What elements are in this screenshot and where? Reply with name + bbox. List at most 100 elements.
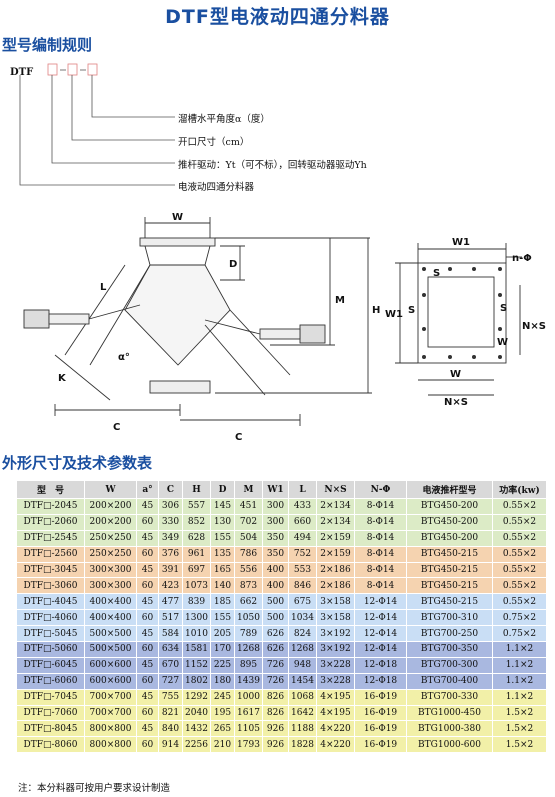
table-cell: 1188 bbox=[288, 720, 317, 738]
table-cell: 726 bbox=[262, 656, 289, 674]
table-cell: 8-Φ14 bbox=[354, 513, 407, 531]
column-header: N×S bbox=[316, 480, 355, 499]
table-cell: 225 bbox=[210, 656, 235, 674]
table-cell: 1.5×2 bbox=[492, 720, 547, 738]
dim-l: L bbox=[100, 282, 107, 293]
table-cell: 0.55×2 bbox=[492, 577, 547, 595]
table-cell: BTG450-200 bbox=[406, 498, 493, 515]
dim-w-right: W bbox=[497, 337, 508, 348]
column-header: 电液推杆型号 bbox=[406, 480, 493, 499]
table-cell: 628 bbox=[182, 529, 211, 547]
table-cell: 494 bbox=[288, 529, 317, 547]
table-cell: 755 bbox=[158, 688, 183, 706]
table-cell: 0.55×2 bbox=[492, 529, 547, 547]
table-cell: 1050 bbox=[234, 609, 263, 627]
column-header: W1 bbox=[262, 480, 289, 499]
table-cell: 1010 bbox=[182, 625, 211, 643]
table-cell: 2040 bbox=[182, 704, 211, 722]
table-cell: 45 bbox=[136, 625, 159, 643]
table-cell: DTF□-8045 bbox=[16, 720, 85, 738]
table-cell: 626 bbox=[262, 625, 289, 643]
table-cell: 45 bbox=[136, 688, 159, 706]
table-cell: 852 bbox=[182, 513, 211, 531]
table-cell: DTF□-2560 bbox=[16, 545, 85, 563]
table-cell: BTG1000-380 bbox=[406, 720, 493, 738]
table-cell: 8-Φ14 bbox=[354, 545, 407, 563]
table-cell: BTG700-350 bbox=[406, 641, 493, 658]
table-cell: 670 bbox=[158, 656, 183, 674]
table-cell: BTG450-215 bbox=[406, 577, 493, 595]
table-cell: 60 bbox=[136, 736, 159, 754]
column-header: N-Φ bbox=[354, 480, 407, 499]
table-cell: 12-Φ14 bbox=[354, 625, 407, 643]
table-cell: 846 bbox=[288, 577, 317, 595]
table-cell: 1617 bbox=[234, 704, 263, 722]
table-cell: 1.5×2 bbox=[492, 736, 547, 754]
table-cell: 786 bbox=[234, 545, 263, 563]
table-cell: 500×500 bbox=[84, 641, 137, 658]
table-cell: DTF□-2045 bbox=[16, 498, 85, 515]
table-cell: 1581 bbox=[182, 641, 211, 658]
table-cell: BTG700-400 bbox=[406, 672, 493, 690]
table-cell: 4×195 bbox=[316, 704, 355, 722]
table-cell: 600×600 bbox=[84, 656, 137, 674]
table-cell: 3×192 bbox=[316, 641, 355, 658]
page-title: DTF型电液动四通分料器 bbox=[165, 6, 390, 28]
table-cell: 400 bbox=[262, 561, 289, 579]
table-cell: 140 bbox=[210, 577, 235, 595]
table-cell: 200×200 bbox=[84, 513, 137, 531]
table-cell: 60 bbox=[136, 704, 159, 722]
table-cell: DTF□-5060 bbox=[16, 641, 85, 658]
table-cell: 60 bbox=[136, 545, 159, 563]
table-cell: 170 bbox=[210, 641, 235, 658]
table-cell: DTF□-2545 bbox=[16, 529, 85, 547]
table-cell: BTG700-330 bbox=[406, 688, 493, 706]
table-cell: 1828 bbox=[288, 736, 317, 754]
table-cell: 350 bbox=[262, 545, 289, 563]
table-cell: 1268 bbox=[234, 641, 263, 658]
table-cell: 0.55×2 bbox=[492, 593, 547, 611]
table-cell: 1793 bbox=[234, 736, 263, 754]
table-cell: 726 bbox=[262, 672, 289, 690]
table-cell: 824 bbox=[288, 625, 317, 643]
table-cell: 948 bbox=[288, 656, 317, 674]
table-cell: 662 bbox=[234, 593, 263, 611]
table-cell: 3×192 bbox=[316, 625, 355, 643]
table-cell: 205 bbox=[210, 625, 235, 643]
table-cell: BTG450-200 bbox=[406, 529, 493, 547]
dim-nxs-right: N×S bbox=[522, 321, 546, 332]
table-cell: 752 bbox=[288, 545, 317, 563]
table-cell: 165 bbox=[210, 561, 235, 579]
table-cell: 45 bbox=[136, 593, 159, 611]
table-cell: BTG700-310 bbox=[406, 609, 493, 627]
table-cell: 1642 bbox=[288, 704, 317, 722]
table-cell: 300×300 bbox=[84, 577, 137, 595]
dim-w-bottom: W bbox=[450, 369, 461, 380]
column-header: W bbox=[84, 480, 137, 499]
dim-nxs-bottom: N×S bbox=[444, 397, 468, 408]
dim-c-left: C bbox=[113, 422, 120, 433]
table-cell: 700×700 bbox=[84, 688, 137, 706]
table-cell: DTF□-4045 bbox=[16, 593, 85, 611]
column-header: 型 号 bbox=[16, 480, 85, 499]
table-cell: 180 bbox=[210, 672, 235, 690]
table-cell: 376 bbox=[158, 545, 183, 563]
dim-c-right: C bbox=[235, 432, 242, 443]
dim-w: W bbox=[172, 212, 183, 223]
table-cell: 2×134 bbox=[316, 498, 355, 515]
table-cell: 210 bbox=[210, 736, 235, 754]
table-cell: BTG450-215 bbox=[406, 593, 493, 611]
table-cell: 300 bbox=[262, 498, 289, 515]
table-cell: 265 bbox=[210, 720, 235, 738]
table-cell: 60 bbox=[136, 513, 159, 531]
